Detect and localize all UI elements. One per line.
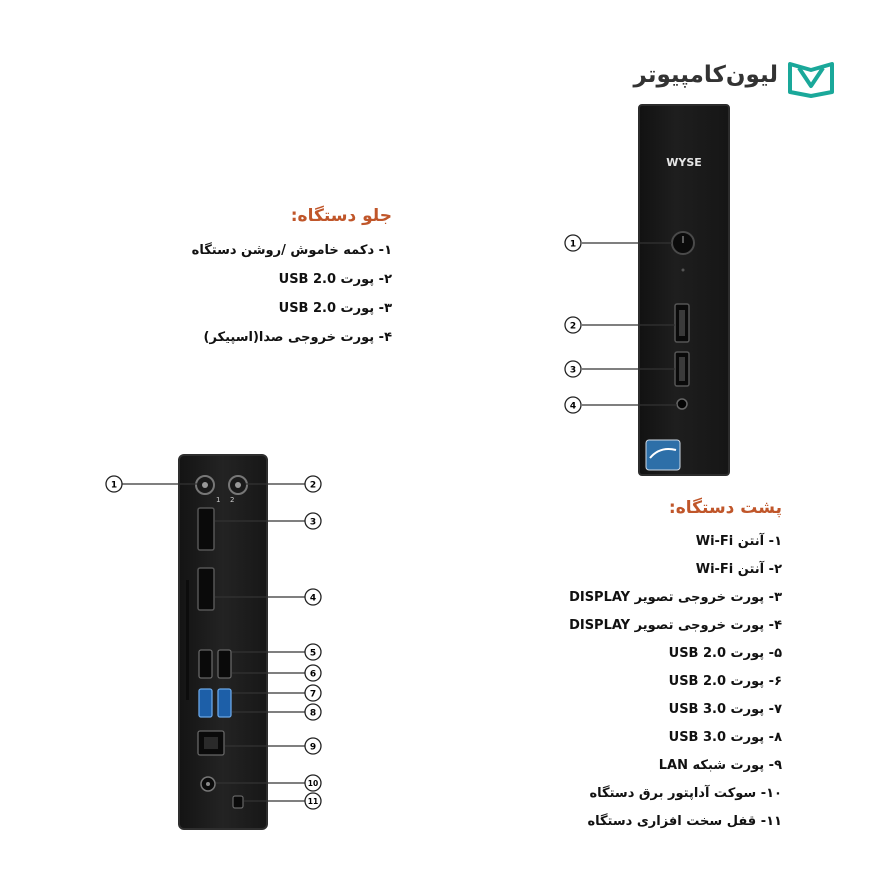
- back-item: ۶- پورت USB 2.0: [668, 674, 782, 689]
- front-marker: 2: [570, 322, 576, 332]
- back-marker: 6: [310, 670, 316, 680]
- front-marker: 4: [570, 402, 576, 412]
- antenna-label: 2: [230, 496, 234, 504]
- back-marker: 2: [310, 481, 316, 491]
- lock-slot-icon: [232, 795, 244, 809]
- front-item: ۱- دکمه خاموش /روشن دستگاه: [191, 243, 392, 258]
- front-marker: 1: [570, 240, 576, 250]
- front-marker: 3: [570, 366, 576, 376]
- back-item: ۸- پورت USB 3.0: [668, 730, 782, 745]
- back-marker: 8: [310, 709, 316, 719]
- front-section: جلو دستگاه: ۱- دکمه خاموش /روشن دستگاه ۲…: [72, 206, 392, 352]
- back-item: ۷- پورت USB 3.0: [668, 702, 782, 717]
- usb2-port-icon: [217, 649, 232, 679]
- back-section: پشت دستگاه: ۱- آنتن Wi-Fi ۲- آنتن Wi-Fi …: [422, 498, 782, 836]
- displayport-icon: [197, 567, 215, 611]
- back-marker: 9: [310, 743, 316, 753]
- back-marker: 4: [310, 594, 316, 604]
- back-device-panel: [178, 454, 268, 830]
- back-item: ۲- آنتن Wi-Fi: [695, 562, 782, 577]
- back-item: ۱۱- قفل سخت افزاری دستگاه: [587, 814, 782, 829]
- front-item: ۲- پورت USB 2.0: [278, 272, 392, 287]
- back-title: پشت دستگاه:: [668, 498, 782, 518]
- front-device-panel: [638, 104, 730, 476]
- back-item: ۴- پورت خروجی تصویر DISPLAY: [569, 618, 782, 633]
- energy-star-icon: [645, 439, 681, 471]
- usb2-port-icon: [198, 649, 213, 679]
- back-item: ۳- پورت خروجی تصویر DISPLAY: [569, 590, 782, 605]
- back-marker: 7: [310, 690, 316, 700]
- back-marker: 1: [111, 481, 117, 491]
- front-item: ۳- پورت USB 2.0: [278, 301, 392, 316]
- back-list: ۱- آنتن Wi-Fi ۲- آنتن Wi-Fi ۳- پورت خروج…: [422, 528, 782, 836]
- displayport-icon: [197, 507, 215, 551]
- book-logo-icon: [788, 62, 834, 98]
- back-marker: 3: [310, 518, 316, 528]
- usb3-port-icon: [198, 688, 213, 718]
- front-list: ۱- دکمه خاموش /روشن دستگاه ۲- پورت USB 2…: [72, 236, 392, 352]
- back-item: ۱۰- سوکت آداپتور برق دستگاه: [589, 786, 782, 801]
- back-item: ۹- پورت شبکه LAN: [658, 758, 782, 773]
- logo-text: لیون‌کامپیوتر: [633, 62, 778, 88]
- brand-logo: لیون‌کامپیوتر: [604, 52, 844, 104]
- antenna-label: 1: [216, 496, 220, 504]
- front-title: جلو دستگاه:: [290, 206, 392, 226]
- usb3-port-icon: [217, 688, 232, 718]
- back-marker: 11: [308, 797, 318, 806]
- back-item: ۱- آنتن Wi-Fi: [695, 534, 782, 549]
- back-marker: 10: [308, 779, 318, 788]
- audio-jack-icon: [676, 398, 688, 410]
- back-marker: 5: [310, 649, 316, 659]
- front-item: ۴- پورت خروجی صدا(اسپیکر): [203, 330, 392, 345]
- front-brand-label: WYSE: [666, 156, 702, 169]
- back-item: ۵- پورت USB 2.0: [668, 646, 782, 661]
